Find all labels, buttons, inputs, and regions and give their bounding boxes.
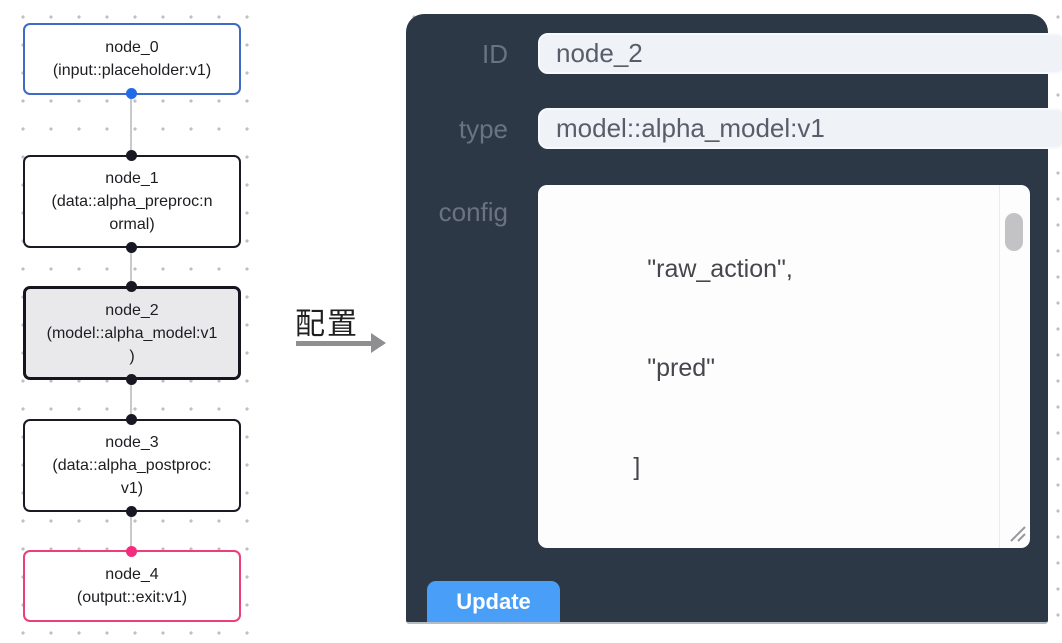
node-title: node_1: [105, 170, 159, 187]
node-type-label: (data::alpha_preproc:n: [51, 193, 213, 210]
node-config-panel: ID type config "raw_action", "pred" ] },…: [406, 14, 1062, 624]
node2-input-handle[interactable]: [126, 281, 137, 292]
node-type-label: v1): [120, 480, 144, 497]
config-field-label: config: [438, 197, 508, 227]
node-title: node_3: [105, 434, 159, 451]
id-field-label: ID: [482, 39, 508, 69]
update-button[interactable]: Update: [427, 581, 560, 622]
node-title: node_2: [105, 301, 159, 319]
config-json-text: "raw_action", "pred" ] }, "trace": { "sc…: [550, 255, 793, 481]
node-type-label: (model::alpha_model:v1: [46, 324, 218, 342]
node-title: node_4: [105, 566, 159, 583]
node-type-label: (data::alpha_postproc:: [52, 457, 212, 474]
resize-handle-icon[interactable]: [1008, 525, 1028, 543]
node2-output-handle[interactable]: [126, 374, 137, 385]
node4-input-handle[interactable]: [126, 546, 137, 557]
edge-node3-node4: [130, 512, 132, 551]
node-type-label: (input::placeholder:v1): [52, 62, 212, 79]
arrow-shaft: [296, 341, 373, 346]
node-type-label: ormal): [109, 216, 155, 233]
node3-output-handle[interactable]: [126, 506, 137, 517]
arrow-right-icon: [371, 333, 386, 353]
type-field-label: type: [458, 114, 508, 144]
id-input[interactable]: [538, 33, 1062, 74]
node1-output-handle[interactable]: [126, 242, 137, 253]
node-title: node_0: [105, 39, 159, 56]
config-annotation-label: 配置: [295, 308, 359, 341]
edge-node0-node1: [130, 94, 132, 155]
node-type-label: ): [129, 347, 135, 365]
edge-node2-node3: [130, 380, 132, 419]
node0-output-handle[interactable]: [126, 88, 137, 99]
flow-node-node_0[interactable]: node_0 (input::placeholder:v1): [23, 23, 241, 95]
flow-node-node_2-selected[interactable]: node_2 (model::alpha_model:v1 ): [23, 286, 241, 380]
scrollbar-track: [999, 185, 1000, 548]
scrollbar-thumb[interactable]: [1005, 213, 1023, 251]
node1-input-handle[interactable]: [126, 150, 137, 161]
flow-node-node_1[interactable]: node_1 (data::alpha_preproc:n ormal): [23, 155, 241, 248]
flow-node-node_4[interactable]: node_4 (output::exit:v1): [23, 550, 241, 622]
edge-node1-node2: [130, 247, 132, 287]
config-textarea[interactable]: "raw_action", "pred" ] }, "trace": { "sc…: [538, 185, 1030, 548]
type-input[interactable]: [538, 108, 1062, 149]
node-type-label: (output::exit:v1): [76, 589, 188, 606]
flow-node-node_3[interactable]: node_3 (data::alpha_postproc: v1): [23, 419, 241, 512]
node3-input-handle[interactable]: [126, 414, 137, 425]
